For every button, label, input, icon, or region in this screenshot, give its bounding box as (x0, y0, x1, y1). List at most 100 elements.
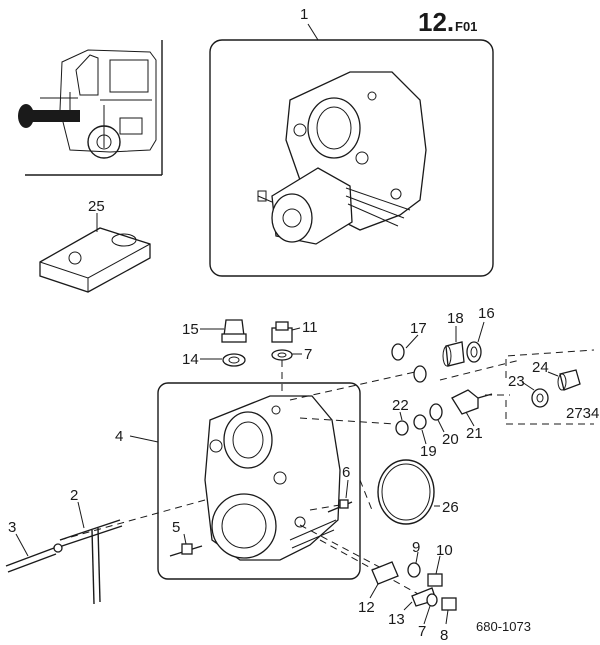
cab-door-window (75, 54, 99, 96)
truck-location-inset (18, 40, 163, 176)
part-6-stud: 6 (327, 464, 353, 513)
housing-upper-bore (223, 411, 273, 469)
part-14-washer: 14 (182, 351, 246, 368)
stud-5-thread (181, 543, 193, 555)
washer-23-hole (536, 393, 544, 403)
leader-10 (435, 555, 441, 575)
drawing-number: 680-1073 (476, 619, 531, 634)
assembly-hole-right (355, 151, 369, 165)
callout-26: 26 (442, 499, 459, 516)
part-8-plug: 8 (440, 597, 457, 644)
assembly-flange-face (271, 193, 313, 243)
callout-12: 12 (358, 599, 375, 616)
part-7-washer-top: 7 (271, 346, 312, 363)
leader-19 (421, 429, 427, 445)
part-25-gasket-kit: 25 (39, 198, 151, 293)
leader-22 (399, 411, 403, 421)
reference-label: 2734 (566, 405, 599, 422)
plug-24 (559, 369, 581, 391)
housing-hole-c (294, 516, 306, 528)
assembly-bearing-inner (316, 106, 352, 150)
assembly-pin-head (257, 190, 267, 202)
callout-11: 11 (302, 319, 318, 336)
leader-3 (15, 533, 29, 557)
pin-12 (371, 561, 399, 585)
leader-12 (369, 583, 379, 599)
part-23-washer: 23 (508, 373, 549, 408)
housing-lower-bore (211, 493, 277, 559)
leader-13 (403, 601, 413, 611)
callout-10: 10 (436, 542, 453, 559)
rod-3-nut (53, 543, 63, 553)
section-header: 12. F01 (418, 7, 477, 37)
leader-16 (477, 321, 485, 343)
part-7-washer-bottom: 7 (418, 593, 438, 640)
dash-housing-to-12 (299, 524, 386, 571)
part-5-stud: 5 (169, 519, 203, 557)
rod-3-edge (7, 553, 57, 573)
callout-1: 1 (300, 6, 308, 23)
callout-7-bottom: 7 (418, 623, 426, 640)
reference-box-2734: 2734 (505, 349, 599, 425)
t-shaft-stem (91, 529, 95, 605)
callout-4: 4 (115, 428, 123, 445)
plug-15-hex (221, 333, 247, 343)
leader-2 (77, 501, 85, 529)
highlighted-axle (20, 110, 80, 122)
t-shaft-stem-edge (97, 527, 101, 603)
leader-23 (521, 381, 535, 391)
part-13-pin: 13 (388, 587, 437, 628)
part-2-t-shaft: 2 (59, 487, 123, 605)
part-16-ring: 16 (466, 305, 495, 363)
washer-20 (429, 403, 443, 421)
washer-7-top-hole (277, 352, 287, 358)
gasket-26-outer (377, 459, 435, 525)
dash-housing-to-13 (319, 539, 421, 596)
assembly-hole-left (293, 123, 307, 137)
part-12-pin: 12 (358, 561, 399, 616)
callout-15: 15 (182, 321, 199, 338)
assembly-plug (390, 188, 402, 200)
part-10-plug: 10 (427, 542, 453, 587)
leader-11 (291, 327, 301, 331)
plug-24-face (557, 373, 567, 391)
housing-ribs (289, 519, 337, 549)
leader-20 (437, 419, 445, 433)
plug-10 (427, 573, 443, 587)
assembly-bearing-bore (307, 97, 361, 159)
dash-housing-to-22 (299, 417, 396, 425)
ring-16 (466, 341, 482, 363)
assembly-frame (209, 39, 494, 277)
callout-21: 21 (466, 425, 483, 442)
dash-housing-to-6 (309, 504, 341, 511)
t-shaft-bar (59, 519, 121, 541)
part-17-seal-rings: 17 (391, 320, 427, 383)
callout-22: 22 (392, 397, 409, 414)
callout-2: 2 (70, 487, 78, 504)
stud-6-thread (339, 499, 349, 509)
leader-9 (415, 551, 419, 564)
kit-gasket-shape (111, 233, 137, 247)
leader-6 (345, 479, 349, 499)
leader-1 (307, 23, 319, 41)
housing-hole-a (209, 439, 223, 453)
callout-14: 14 (182, 351, 199, 368)
callout-25: 25 (88, 198, 105, 215)
part-15-plug: 15 (182, 319, 247, 343)
part-18-sleeve: 18 (442, 310, 465, 367)
ring-16-hole (470, 346, 478, 358)
reference-box-outline (505, 349, 595, 425)
callout-18: 18 (447, 310, 464, 327)
leader-17 (405, 334, 419, 349)
truck-wheel-hub (96, 134, 112, 150)
washer-19 (413, 414, 427, 430)
rod-3 (5, 547, 55, 567)
leader-7-bottom (423, 605, 431, 625)
callout-9: 9 (412, 539, 420, 556)
housing-hole-b (273, 471, 287, 485)
assembly-bolt (367, 91, 377, 101)
fitting-21-body (451, 389, 479, 415)
fitting-21-stem (477, 393, 493, 399)
